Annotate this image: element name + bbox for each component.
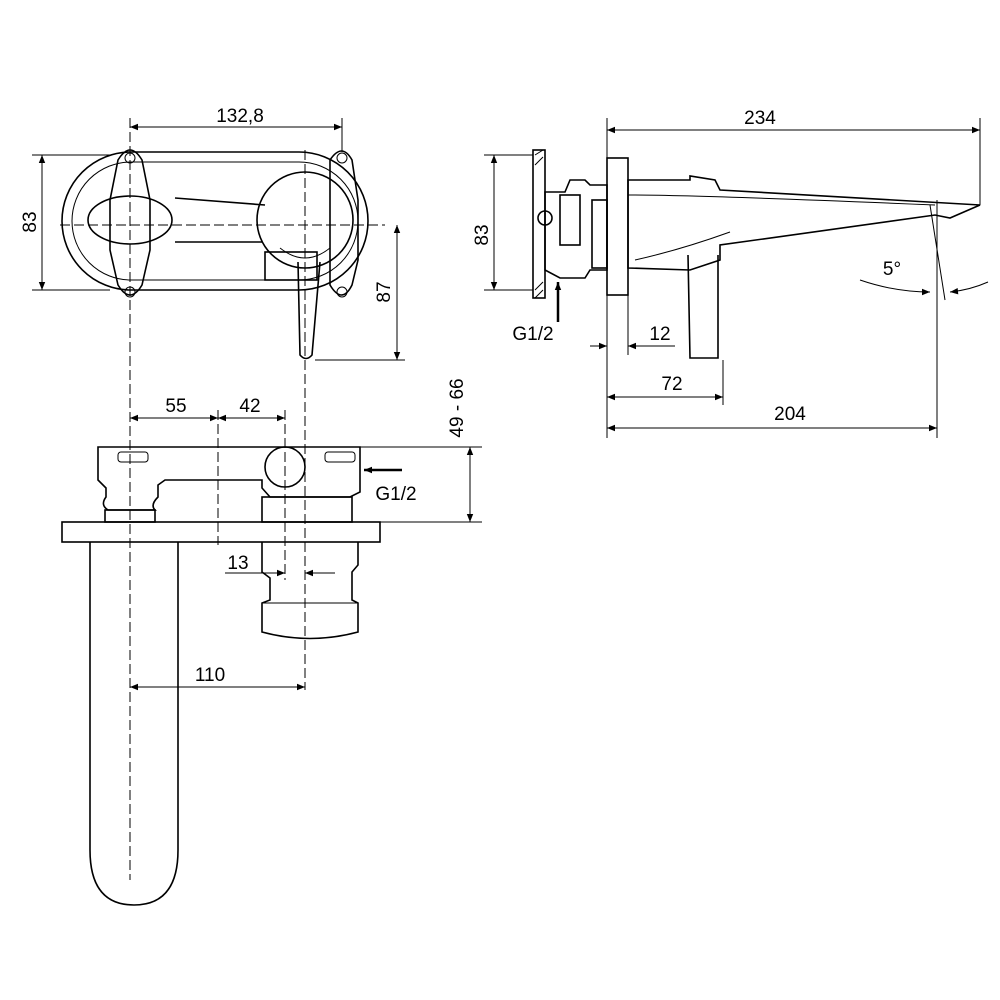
dim-projection: 204 (774, 404, 806, 425)
screw-hole-icon (336, 152, 348, 164)
wall-plate-inner (71, 161, 359, 281)
angle-arc (859, 279, 931, 296)
dim-handle-drop: 87 (374, 281, 395, 302)
handle-top (261, 542, 359, 640)
side-inlet-label: G1/2 (512, 324, 553, 345)
handle-lever-side (687, 254, 719, 359)
cover-flange (606, 157, 629, 296)
front-view: 132,8 83 87 (20, 106, 405, 880)
cartridge-connector (261, 496, 353, 523)
body-slot (324, 451, 356, 463)
dim-front-height: 83 (20, 211, 41, 232)
mounting-bracket-left (109, 149, 151, 296)
wall-plate-outline (61, 151, 369, 291)
top-view: 55 42 49 - 66 G1/2 13 110 (61, 378, 482, 906)
valve-thread (591, 199, 608, 269)
handle-base (264, 251, 318, 281)
section-hatching (534, 149, 544, 299)
dim-side-height: 83 (472, 224, 493, 245)
dim-cartridge: 13 (227, 553, 248, 574)
dim-offset-2: 42 (239, 396, 260, 417)
dim-side-length: 234 (744, 108, 776, 129)
valve-insert (559, 194, 581, 246)
dim-angle: 5° (883, 259, 901, 280)
body-link (174, 197, 266, 243)
valve-body-top (97, 446, 361, 511)
dim-spout: 110 (195, 665, 225, 686)
spout-top (89, 542, 179, 906)
side-view: G1/2 83 234 12 72 204 5° (472, 108, 989, 438)
dim-front-width: 132,8 (216, 106, 264, 127)
body-slot (117, 451, 149, 463)
spout-contour (627, 194, 936, 261)
angle-reference-line (929, 204, 946, 301)
angle-arc (949, 281, 989, 295)
top-inlet-label: G1/2 (375, 484, 416, 505)
dim-offset-1: 55 (165, 396, 186, 417)
dim-plate: 12 (649, 324, 670, 345)
mounting-bracket-right (329, 150, 359, 296)
valve-screw-icon (537, 210, 553, 226)
dim-handle: 72 (661, 374, 682, 395)
cover-flange-top (61, 521, 381, 543)
screw-hole-icon (336, 286, 348, 298)
handle-lever (297, 261, 321, 360)
spout-profile (627, 175, 981, 271)
dim-depth: 49 - 66 (447, 378, 468, 437)
